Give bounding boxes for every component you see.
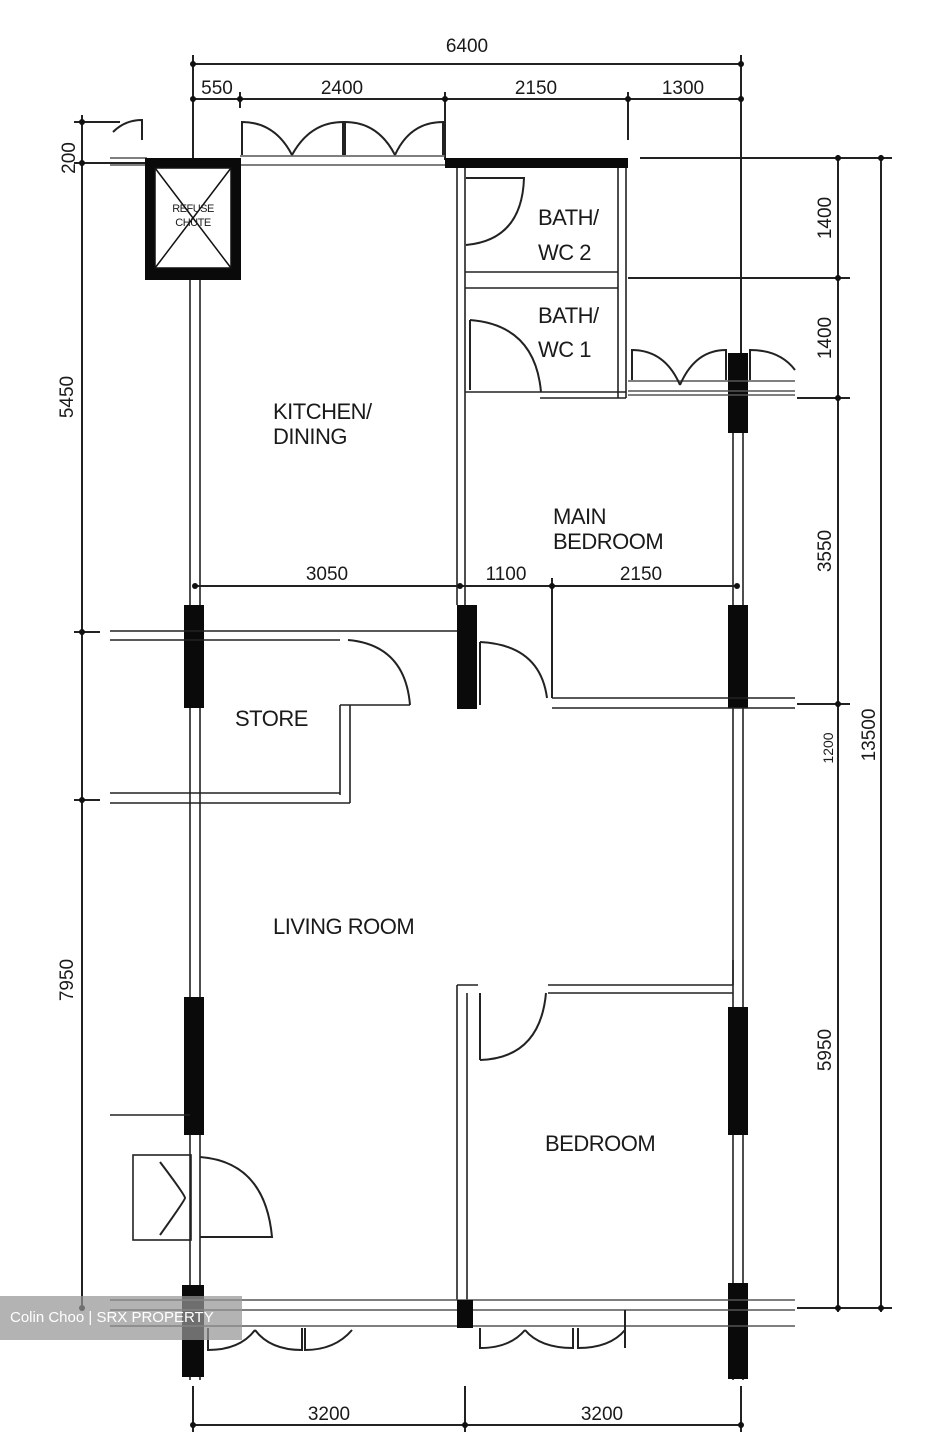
dim-top-3: 2150 bbox=[515, 78, 557, 99]
dim-top-4: 1300 bbox=[662, 78, 704, 99]
room-label-living-room: LIVING ROOM bbox=[273, 914, 414, 939]
middle-dimension-lines bbox=[192, 578, 740, 698]
room-label-kitchen-line2: DINING bbox=[273, 424, 347, 449]
dim-right-4: 1200 bbox=[820, 732, 836, 763]
watermark-banner: Colin Choo | SRX PROPERTY bbox=[0, 1296, 242, 1340]
dim-right-overall: 13500 bbox=[859, 709, 880, 762]
room-label-bath1-line2: WC 1 bbox=[538, 337, 591, 362]
dim-right-3: 3550 bbox=[815, 530, 836, 572]
dim-mid-2: 1100 bbox=[486, 564, 527, 585]
dim-left-3: 7950 bbox=[57, 959, 78, 1001]
room-label-bath2-line1: BATH/ bbox=[538, 205, 600, 230]
room-label-bath2-line2: WC 2 bbox=[538, 240, 591, 265]
dim-mid-3: 2150 bbox=[620, 564, 662, 585]
dim-top-1: 550 bbox=[201, 78, 233, 99]
dim-left-1: 200 bbox=[59, 142, 80, 174]
dim-bottom-1: 3200 bbox=[308, 1404, 350, 1425]
dim-bottom-2: 3200 bbox=[581, 1404, 623, 1425]
bottom-dimension-lines bbox=[190, 1386, 744, 1432]
left-dimension-lines bbox=[74, 115, 145, 1311]
watermark-text: Colin Choo | SRX PROPERTY bbox=[10, 1309, 214, 1326]
right-dimension-lines bbox=[628, 155, 892, 1312]
room-label-main-bedroom-line2: BEDROOM bbox=[553, 529, 663, 554]
dim-right-2: 1400 bbox=[815, 317, 836, 359]
dim-right-1: 1400 bbox=[815, 197, 836, 239]
dim-top-overall: 6400 bbox=[446, 36, 488, 57]
room-label-refuse-chute-line1: REFUSE bbox=[172, 203, 214, 215]
walls bbox=[110, 155, 795, 1380]
room-label-bedroom: BEDROOM bbox=[545, 1131, 655, 1156]
room-label-main-bedroom-line1: MAIN bbox=[553, 504, 606, 529]
dim-right-5: 5950 bbox=[815, 1029, 836, 1071]
room-label-refuse-chute-line2: CHUTE bbox=[175, 217, 211, 229]
room-label-bath1-line1: BATH/ bbox=[538, 303, 600, 328]
dim-mid-1: 3050 bbox=[306, 564, 348, 585]
doors bbox=[112, 118, 796, 1352]
top-dimension-lines bbox=[190, 55, 744, 400]
dim-top-2: 2400 bbox=[321, 78, 363, 99]
room-label-store: STORE bbox=[235, 706, 308, 731]
room-label-kitchen-line1: KITCHEN/ bbox=[273, 399, 373, 424]
dim-left-2: 5450 bbox=[57, 376, 78, 418]
